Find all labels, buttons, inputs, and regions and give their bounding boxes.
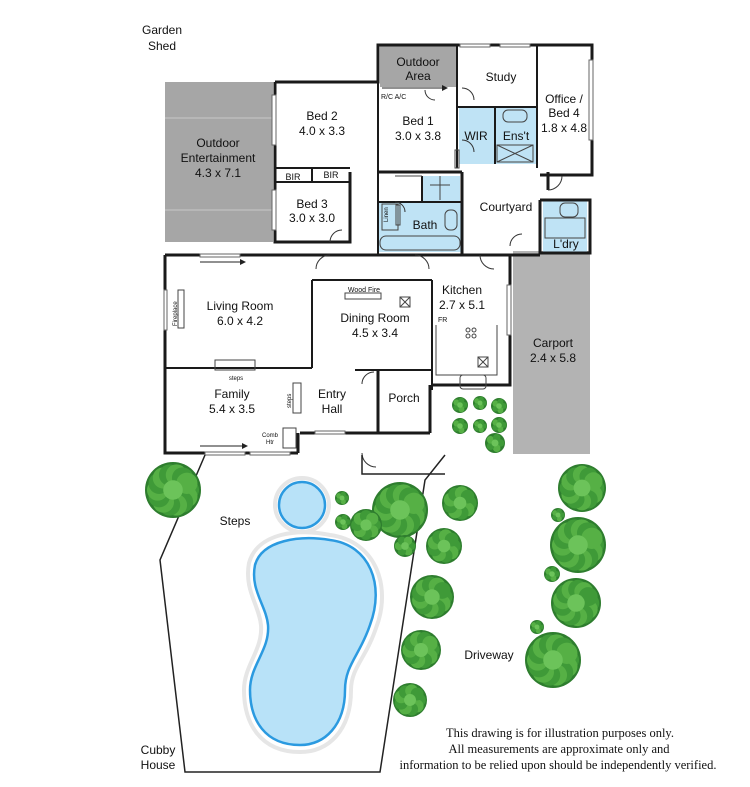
laundry-label: L'dry	[553, 237, 579, 251]
garden-shed-label-2: Shed	[148, 39, 176, 53]
tree-canopy	[473, 419, 487, 433]
carport-size: 2.4 x 5.8	[530, 351, 576, 365]
kitchen-size: 2.7 x 5.1	[439, 298, 485, 312]
disclaimer-line-1: This drawing is for illustration purpose…	[446, 726, 674, 740]
carport-area	[513, 251, 590, 454]
tree-canopy	[335, 491, 349, 505]
tree-canopy	[530, 620, 544, 634]
outdoor-entertainment-size: 4.3 x 7.1	[195, 166, 241, 180]
outdoor-area-label: Outdoor	[396, 55, 439, 69]
bir2-label: BIR	[323, 170, 339, 180]
carport-label: Carport	[533, 336, 574, 350]
doors	[315, 87, 563, 468]
office-bed4-size: 1.8 x 4.8	[541, 121, 587, 135]
bed2-label: Bed 2	[306, 109, 338, 123]
tree-canopy	[452, 418, 468, 434]
laundry-floor	[543, 200, 587, 253]
living-room-size: 6.0 x 4.2	[217, 314, 263, 328]
tree-canopy	[401, 630, 441, 670]
living-room-label: Living Room	[207, 299, 274, 313]
windows	[163, 43, 594, 456]
entry-hall-label: Entry	[318, 387, 346, 401]
tree-canopy	[550, 517, 606, 573]
tree-canopy	[410, 575, 454, 619]
steps-entry-label: steps	[287, 394, 293, 408]
outdoor-area-block	[380, 45, 457, 87]
outdoor-entertainment-label-2: Entertainment	[181, 151, 256, 165]
outdoor-area-label-2: Area	[405, 69, 431, 83]
garden-shed-label: Garden	[142, 23, 182, 37]
steps-label: Steps	[220, 514, 251, 528]
bed3-label: Bed 3	[296, 197, 328, 211]
interior-walls	[165, 45, 538, 390]
tree-canopy	[350, 509, 382, 541]
outdoor-entertainment-area	[165, 82, 273, 242]
wood-fire-label: Wood Fire	[348, 287, 380, 294]
entry-hall-label-2: Hall	[322, 402, 343, 416]
family-size: 5.4 x 3.5	[209, 402, 255, 416]
tree-canopy	[335, 514, 351, 530]
trees	[145, 396, 606, 717]
bed1-size: 3.0 x 3.8	[395, 129, 441, 143]
comb-htr-label-2: Htr	[266, 440, 274, 446]
outdoor-entertainment-label: Outdoor	[196, 136, 239, 150]
fr-label: FR	[438, 317, 447, 324]
bed1-label: Bed 1	[402, 114, 434, 128]
tree-canopy	[442, 485, 478, 521]
tree-canopy	[485, 433, 505, 453]
corridor-tile	[422, 176, 460, 202]
comb-htr-label: Comb	[262, 433, 279, 439]
tree-canopy	[558, 464, 606, 512]
fixtures	[177, 109, 586, 449]
tree-canopy	[473, 396, 487, 410]
disclaimer-line-2: All measurements are approximate only an…	[448, 742, 670, 756]
kitchen-label: Kitchen	[442, 283, 482, 297]
courtyard-label: Courtyard	[480, 200, 533, 214]
dining-room-label: Dining Room	[340, 311, 409, 325]
tree-canopy	[525, 632, 581, 688]
cubby-house-label: Cubby	[141, 743, 176, 757]
cubby-house-label-2: House	[141, 758, 176, 772]
driveway-label: Driveway	[464, 648, 513, 662]
bath-label: Bath	[413, 218, 438, 232]
bir1-label: BIR	[285, 172, 301, 182]
rc-ac-label: R/C A/C	[381, 94, 406, 101]
tree-canopy	[145, 462, 201, 518]
office-bed4-label: Office /	[545, 92, 583, 106]
disclaimer-line-3: information to be relied upon should be …	[400, 758, 717, 772]
tree-canopy	[394, 535, 416, 557]
family-label: Family	[214, 387, 249, 401]
spa	[277, 480, 327, 530]
tree-canopy	[551, 508, 565, 522]
swimming-pool	[248, 537, 377, 747]
tree-canopy	[452, 397, 468, 413]
tree-canopy	[393, 683, 427, 717]
labels: Garden Shed Outdoor Area Study Office / …	[141, 23, 717, 772]
linen-label: Linen	[384, 207, 390, 222]
tree-canopy	[491, 417, 507, 433]
dining-room-size: 4.5 x 3.4	[352, 326, 398, 340]
garden-boundary	[159, 454, 446, 773]
porch-label: Porch	[388, 391, 419, 405]
steps-family-label: steps	[229, 376, 243, 382]
wir-label: WIR	[464, 129, 488, 143]
bed2-size: 4.0 x 3.3	[299, 124, 345, 138]
bed3-size: 3.0 x 3.0	[289, 211, 335, 225]
wir-floor	[459, 107, 495, 164]
office-bed4-label-2: Bed 4	[548, 106, 580, 120]
tree-canopy	[544, 566, 560, 582]
tree-canopy	[426, 528, 462, 564]
tree-canopy	[551, 578, 601, 628]
ensuite-label: Ens't	[503, 129, 530, 143]
fireplace-label: Fireplace	[173, 301, 179, 326]
study-label: Study	[486, 70, 517, 84]
tree-canopy	[491, 398, 507, 414]
